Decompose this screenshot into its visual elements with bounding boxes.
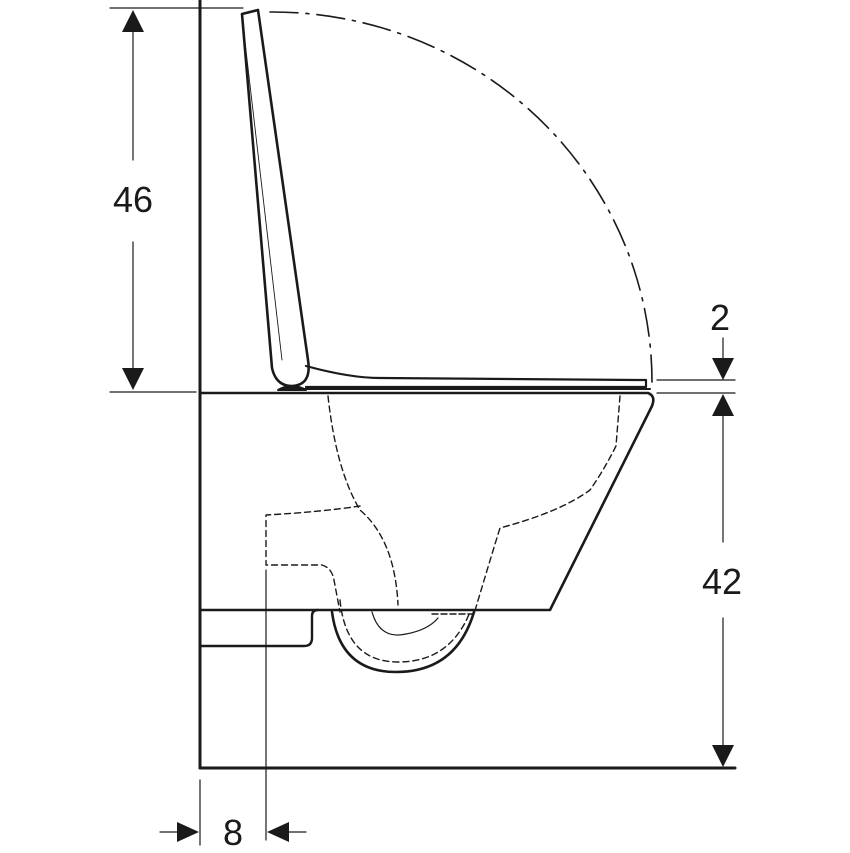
toilet-lid [240, 8, 310, 388]
seat-buffer [406, 387, 418, 390]
dimension-label-42: 42 [701, 561, 743, 602]
toilet-seat [304, 364, 648, 389]
trap-outline [330, 610, 476, 674]
arrow-up-icon [122, 10, 144, 32]
lid-swing-arc [269, 11, 653, 383]
arrow-up-icon [712, 394, 734, 416]
dimension-label-46: 46 [112, 179, 154, 220]
arrow-left-icon [267, 822, 289, 842]
dimension-label-2: 2 [709, 297, 731, 338]
seat-buffer [540, 387, 550, 390]
arrow-right-icon [177, 822, 199, 842]
water-seal [371, 611, 439, 636]
bowl-rear-dashed [473, 395, 621, 615]
dimension-label-8: 8 [222, 812, 244, 853]
mounting-bracket [198, 608, 320, 648]
arrow-down-icon [712, 358, 734, 380]
trap-inner-dashed [339, 599, 471, 663]
bowl-interior-dashed [327, 395, 399, 606]
bowl-outline [198, 391, 655, 612]
arrow-down-icon [122, 368, 144, 390]
outlet-dashed [265, 505, 361, 613]
arrow-down-icon [712, 745, 734, 767]
lid-inner-line [244, 41, 283, 361]
